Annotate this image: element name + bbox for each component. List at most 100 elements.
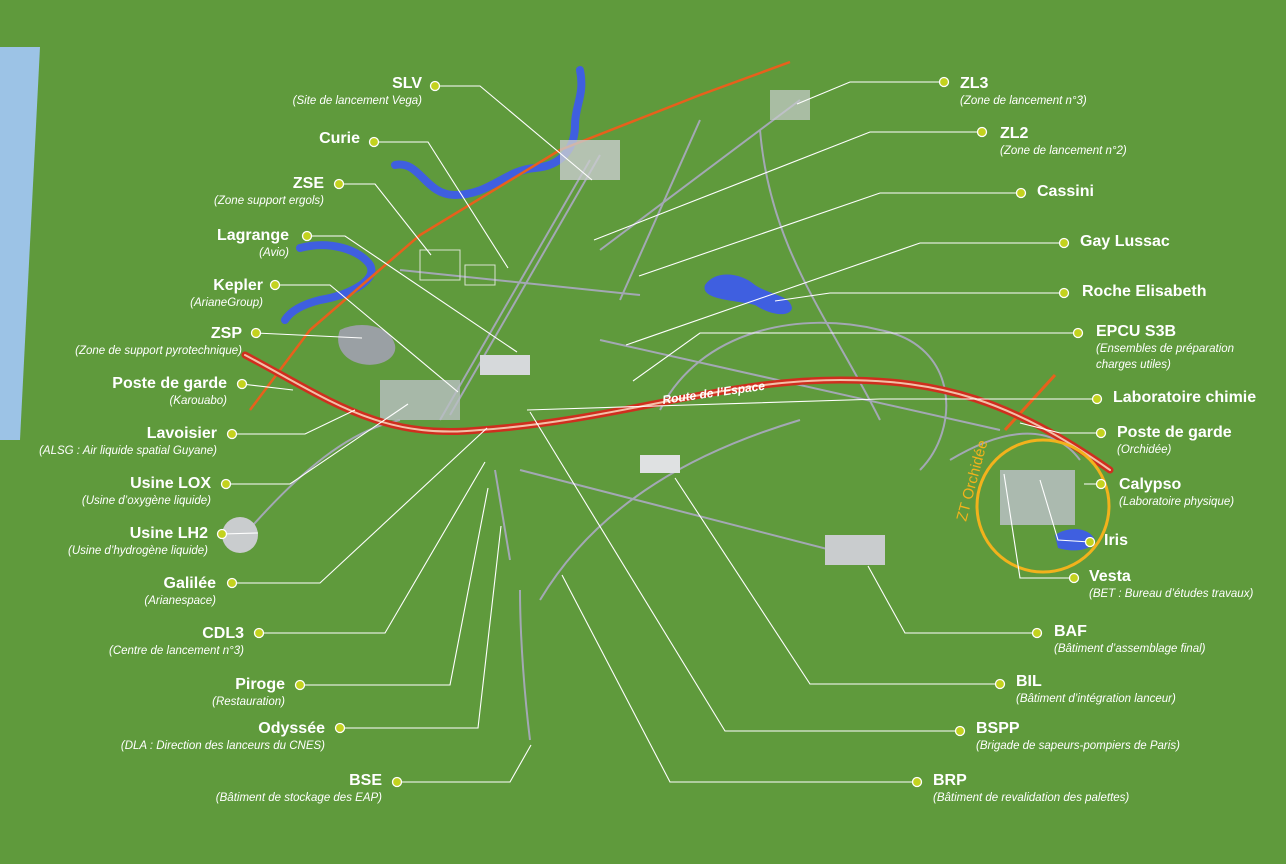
label-iris: Iris: [1104, 532, 1128, 550]
label-usine-lox: Usine LOX(Usine d’oxygène liquide): [82, 475, 211, 509]
marker-dot-usine-lh2[interactable]: [216, 528, 228, 540]
marker-dot-zse[interactable]: [333, 178, 345, 190]
ocean: [0, 47, 40, 440]
leader-line-baf: [867, 565, 1037, 634]
label-name: CDL3: [202, 625, 244, 642]
label-name: BSPP: [976, 720, 1020, 737]
label-name: Lagrange: [216, 227, 289, 244]
leader-line-bil: [674, 477, 1000, 685]
label-poste-orchidee: Poste de garde(Orchidée): [1117, 424, 1232, 458]
leader-line-iris: [1039, 479, 1091, 543]
marker-dot-cassini[interactable]: [1015, 187, 1027, 199]
label-subtitle: (Bâtiment de stockage des EAP): [215, 792, 382, 805]
label-roche-elisabeth: Roche Elisabeth: [1082, 283, 1206, 301]
label-zsp: ZSP (Zone de support pyrotechnique): [75, 325, 242, 359]
marker-dot-piroge[interactable]: [294, 679, 306, 691]
marker-dot-bspp[interactable]: [954, 725, 966, 737]
marker-dot-roche-elisabeth[interactable]: [1058, 287, 1070, 299]
marker-dot-vesta[interactable]: [1068, 572, 1080, 584]
label-name: Cassini: [1037, 183, 1094, 200]
marker-dot-baf[interactable]: [1031, 627, 1043, 639]
marker-dot-labo-chimie[interactable]: [1091, 393, 1103, 405]
leader-line-curie: [374, 141, 509, 269]
leader-line-galilee: [232, 427, 488, 584]
label-calypso: Calypso(Laboratoire physique): [1119, 476, 1234, 510]
marker-dot-brp[interactable]: [911, 776, 923, 788]
label-gay-lussac: Gay Lussac: [1080, 233, 1170, 251]
label-name: Usine LOX: [130, 475, 211, 492]
label-subtitle: (Zone de lancement n°3): [960, 95, 1087, 108]
marker-dot-galilee[interactable]: [226, 577, 238, 589]
marker-dot-iris[interactable]: [1084, 536, 1096, 548]
marker-dot-epcu-s3b[interactable]: [1072, 327, 1084, 339]
marker-dot-calypso[interactable]: [1095, 478, 1107, 490]
label-lagrange: Lagrange (Avio): [217, 227, 289, 261]
label-labo-chimie: Laboratoire chimie: [1113, 389, 1256, 407]
label-name: BSE: [349, 772, 382, 789]
leader-line-zl2: [593, 131, 982, 241]
label-piroge: Piroge(Restauration): [212, 676, 285, 710]
label-name: Kepler: [213, 277, 263, 294]
label-name: Usine LH2: [129, 525, 208, 542]
label-vesta: Vesta (BET : Bureau d’études travaux): [1089, 568, 1253, 602]
marker-dot-bil[interactable]: [994, 678, 1006, 690]
marker-dot-odyssee[interactable]: [334, 722, 346, 734]
label-subtitle: (Arianespace): [144, 595, 216, 608]
marker-dot-poste-orchidee[interactable]: [1095, 427, 1107, 439]
label-usine-lh2: Usine LH2(Usine d’hydrogène liquide): [68, 525, 208, 559]
leader-line-zse: [339, 183, 432, 256]
label-name: Poste de garde: [1117, 424, 1232, 441]
marker-dot-poste-karouabo[interactable]: [236, 378, 248, 390]
label-name: Vesta: [1089, 568, 1131, 585]
leader-line-bse: [397, 744, 532, 783]
label-subtitle: (Zone de support pyrotechnique): [75, 345, 242, 358]
leader-line-poste-karouabo: [241, 383, 294, 391]
marker-dot-zsp[interactable]: [250, 327, 262, 339]
marker-dot-curie[interactable]: [368, 136, 380, 148]
label-subtitle: (Ensembles de préparation: [1096, 343, 1235, 356]
zt-orchidee-circle: [975, 438, 1111, 574]
leader-line-labo-chimie: [526, 398, 1097, 411]
label-bil: BIL(Bâtiment d’intégration lanceur): [1016, 673, 1176, 707]
label-name: BIL: [1016, 673, 1042, 690]
marker-dot-zl2[interactable]: [976, 126, 988, 138]
label-baf: BAF(Bâtiment d’assemblage final): [1054, 623, 1206, 657]
label-subtitle: (Site de lancement Vega): [292, 95, 422, 108]
leader-line-lavoisier: [232, 409, 356, 435]
leader-line-poste-orchidee: [1019, 422, 1101, 434]
marker-dot-zl3[interactable]: [938, 76, 950, 88]
label-kepler: Kepler(ArianeGroup): [190, 277, 263, 311]
leader-line-usine-lh2: [221, 532, 259, 535]
leader-line-odyssee: [340, 525, 502, 729]
label-odyssee: Odyssée(DLA : Direction des lanceurs du …: [121, 720, 325, 754]
marker-dot-usine-lox[interactable]: [220, 478, 232, 490]
label-slv: SLV (Site de lancement Vega): [293, 75, 422, 109]
leader-line-cassini: [638, 192, 1021, 277]
marker-dot-kepler[interactable]: [269, 279, 281, 291]
label-subtitle: (Avio): [259, 247, 289, 260]
marker-dot-slv[interactable]: [429, 80, 441, 92]
marker-dot-lagrange[interactable]: [301, 230, 313, 242]
label-name: Galilée: [163, 575, 216, 592]
label-name: Odyssée: [258, 720, 325, 737]
label-name: Laboratoire chimie: [1113, 389, 1257, 406]
label-subtitle: (ALSG : Air liquide spatial Guyane): [39, 445, 217, 458]
label-lavoisier: Lavoisier (ALSG : Air liquide spatial Guy…: [39, 425, 217, 459]
marker-dot-gay-lussac[interactable]: [1058, 237, 1070, 249]
marker-dot-lavoisier[interactable]: [226, 428, 238, 440]
leader-line-piroge: [300, 487, 489, 686]
marker-dot-cdl3[interactable]: [253, 627, 265, 639]
label-name: ZSP: [210, 325, 242, 342]
label-name: Lavoisier: [146, 425, 217, 442]
label-subtitle: (BET : Bureau d’études travaux): [1089, 588, 1254, 601]
label-zse: ZSE(Zone support ergols): [214, 175, 324, 209]
label-subtitle: (Karouabo): [169, 395, 227, 408]
label-name: SLV: [392, 75, 422, 92]
label-bse: BSE (Bâtiment de stockage des EAP): [216, 772, 382, 806]
label-subtitle: (Bâtiment de revalidation des palettes): [933, 792, 1130, 805]
label-subtitle: (Laboratoire physique): [1119, 496, 1235, 509]
leader-line-usine-lox: [226, 403, 409, 485]
label-subtitle: (Zone support ergols): [214, 195, 324, 208]
lake-roche: [704, 274, 792, 315]
marker-dot-bse[interactable]: [391, 776, 403, 788]
